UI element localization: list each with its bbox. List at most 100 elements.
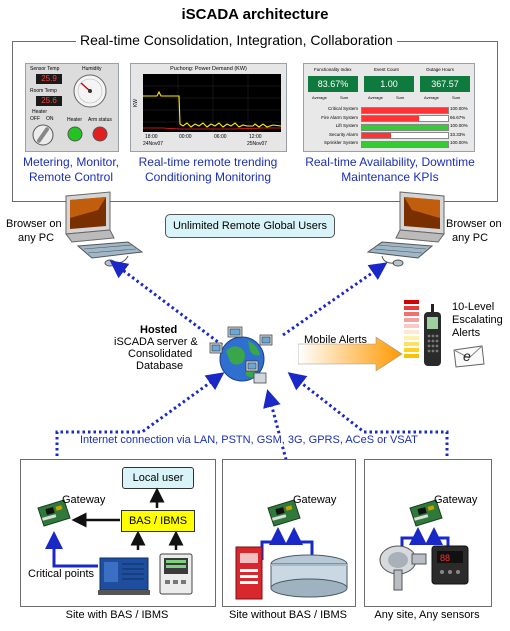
unlimited-users-box: Unlimited Remote Global Users [165,214,335,238]
server-globe-icon [209,326,273,384]
status-lamps-icon [67,126,108,142]
site-3-gateway-label: Gateway [434,494,478,506]
digital-display-sensor-icon: 88 [431,545,469,585]
svg-text:e: e [463,348,471,364]
kpi-bar-track [361,115,449,123]
kpi-bar-value: 66.67% [450,114,466,120]
kpi-bar-row: Security Alarm 33.33% [308,131,472,140]
svg-text:88: 88 [440,553,450,563]
kpi-bar-fill [362,141,448,147]
gateway-board-icon-2 [267,499,301,527]
kpi-bar-label: Critical System [327,106,358,111]
kpi-bar-fill [362,133,391,139]
kpi-bar-label: Fire Alarm System [321,114,358,120]
humidity-label: Humidity [82,66,102,72]
on-label: ON [46,116,54,122]
trend-chart [143,74,281,132]
pc-icon-left [65,191,144,267]
escalation-line1: 10-Level [452,301,495,313]
kpi-bar-track [361,140,449,148]
critical-points-label: Critical points [28,568,95,580]
trend-xtick-3: 06:00 [214,134,227,140]
trend-xtick-1: 18:00 [145,134,158,140]
kpi-bar-value: 100.00% [450,106,468,111]
power-meter-icon [159,553,193,595]
trend-xtick-1-date: 24Nov07 [143,141,164,147]
kpi-bar-fill [362,107,448,113]
site-1-caption: Site with BAS / IBMS [65,609,169,621]
water-tank-icon [270,554,348,598]
site-2-caption: Site without BAS / IBMS [229,609,347,621]
kpi-bar-list: Critical System 100.00% Fire Alarm System 6… [308,105,472,149]
kpi-panel: Functionality Index Event Count Outage H… [303,63,475,152]
site-1-gateway-label: Gateway [62,494,106,506]
heater-label: Heater [32,109,48,115]
fire-panel-icon [235,546,263,600]
trending-caption-2: Conditioning Monitoring [144,170,272,184]
browser-left-line2: any PC [17,232,55,244]
pc-icon-right [366,191,445,267]
kpi-bar-label: Security Alarm [328,131,358,137]
trending-panel: Puchong: Power Demand (KW) KW 18:00 24No… [130,63,287,152]
room-temp-label: Room Temp [30,88,57,94]
kpi-legend-5: Average [424,95,439,100]
server-label-line4: Database [136,360,184,372]
kpi-bar-label: Lift System [335,123,358,129]
kpi-bar-value: 100.00% [450,140,468,146]
kpi-legend-2: Sum [340,95,349,100]
server-label-line2: iSCADA server & [114,336,198,348]
kpi-bar-track [361,106,449,114]
humidity-gauge-icon [73,74,107,108]
rotary-switch-icon[interactable] [31,123,55,147]
kpi-legend-1: Average [312,95,327,100]
kpi-3-value: 367.57 [420,76,470,92]
trending-caption-1: Real-time remote trending [138,155,278,169]
kpi-3-label: Outage Hours [426,67,455,72]
sensor-temp-value: 25.9 [36,74,62,84]
kpi-bar-track [361,132,449,140]
site-2-gateway-label: Gateway [293,494,337,506]
kpi-bar-row: Critical System 100.00% [308,105,472,114]
kpi-caption-2: Maintenance KPIs [341,170,439,184]
pipe-sensor-icon [379,545,427,591]
kpi-bar-value: 33.33% [450,131,466,137]
mobile-phone-icon [424,304,441,366]
trend-xtick-4-date: 25Nov07 [247,141,268,147]
escalation-line3: Alerts [452,327,481,339]
kpi-legend-6: Sum [452,95,461,100]
kpi-bar-track [361,123,449,131]
kpi-bar-row: Sprinkler System 100.00% [308,139,472,148]
metering-caption-2: Remote Control [28,170,114,184]
trend-xtick-2: 00:00 [179,134,192,140]
kpi-bar-row: Fire Alarm System 66.67% [308,114,472,123]
connection-types-label: Internet connection via LAN, PSTN, GSM, … [78,434,420,446]
kpi-legend-3: Average [368,95,383,100]
browser-right-line2: any PC [451,232,489,244]
kpi-1-value: 83.67% [308,76,358,92]
kpi-2-label: Event Count [374,67,399,72]
mobile-alerts-label: Mobile Alerts [304,334,367,346]
generator-icon [98,557,150,595]
trend-chart-title: Puchong: Power Demand (KW) [170,66,247,72]
bas-ibms-box: BAS / IBMS [121,510,195,532]
trend-xtick-4: 12:00 [249,134,262,140]
kpi-bar-value: 100.00% [450,123,468,129]
gateway-board-icon-3 [409,499,443,527]
site-3-caption: Any site, Any sensors [374,609,480,621]
sensor-temp-label: Sensor Temp [30,66,60,72]
escalation-levels-icon [404,300,419,358]
heater-status-label: Heater [67,117,83,123]
off-label: OFF [30,116,40,122]
kpi-caption-1: Real-time Availability, Downtime [305,155,475,169]
top-frame-heading: Real-time Consolidation, Integration, Co… [76,32,397,48]
browser-right-line1: Browser on [446,218,502,230]
metering-panel: Sensor Temp Humidity 25.9 Room Temp 25.6… [25,63,119,152]
arm-status-label: Arm status [88,117,112,123]
kpi-2-value: 1.00 [364,76,414,92]
gateway-board-icon-1 [37,499,71,527]
escalation-line2: Escalating [452,314,503,326]
kpi-1-label: Functionality Index [314,67,352,72]
diagram-title: iSCADA architecture [181,6,329,23]
kpi-bar-label: Sprinkler System [323,140,358,146]
